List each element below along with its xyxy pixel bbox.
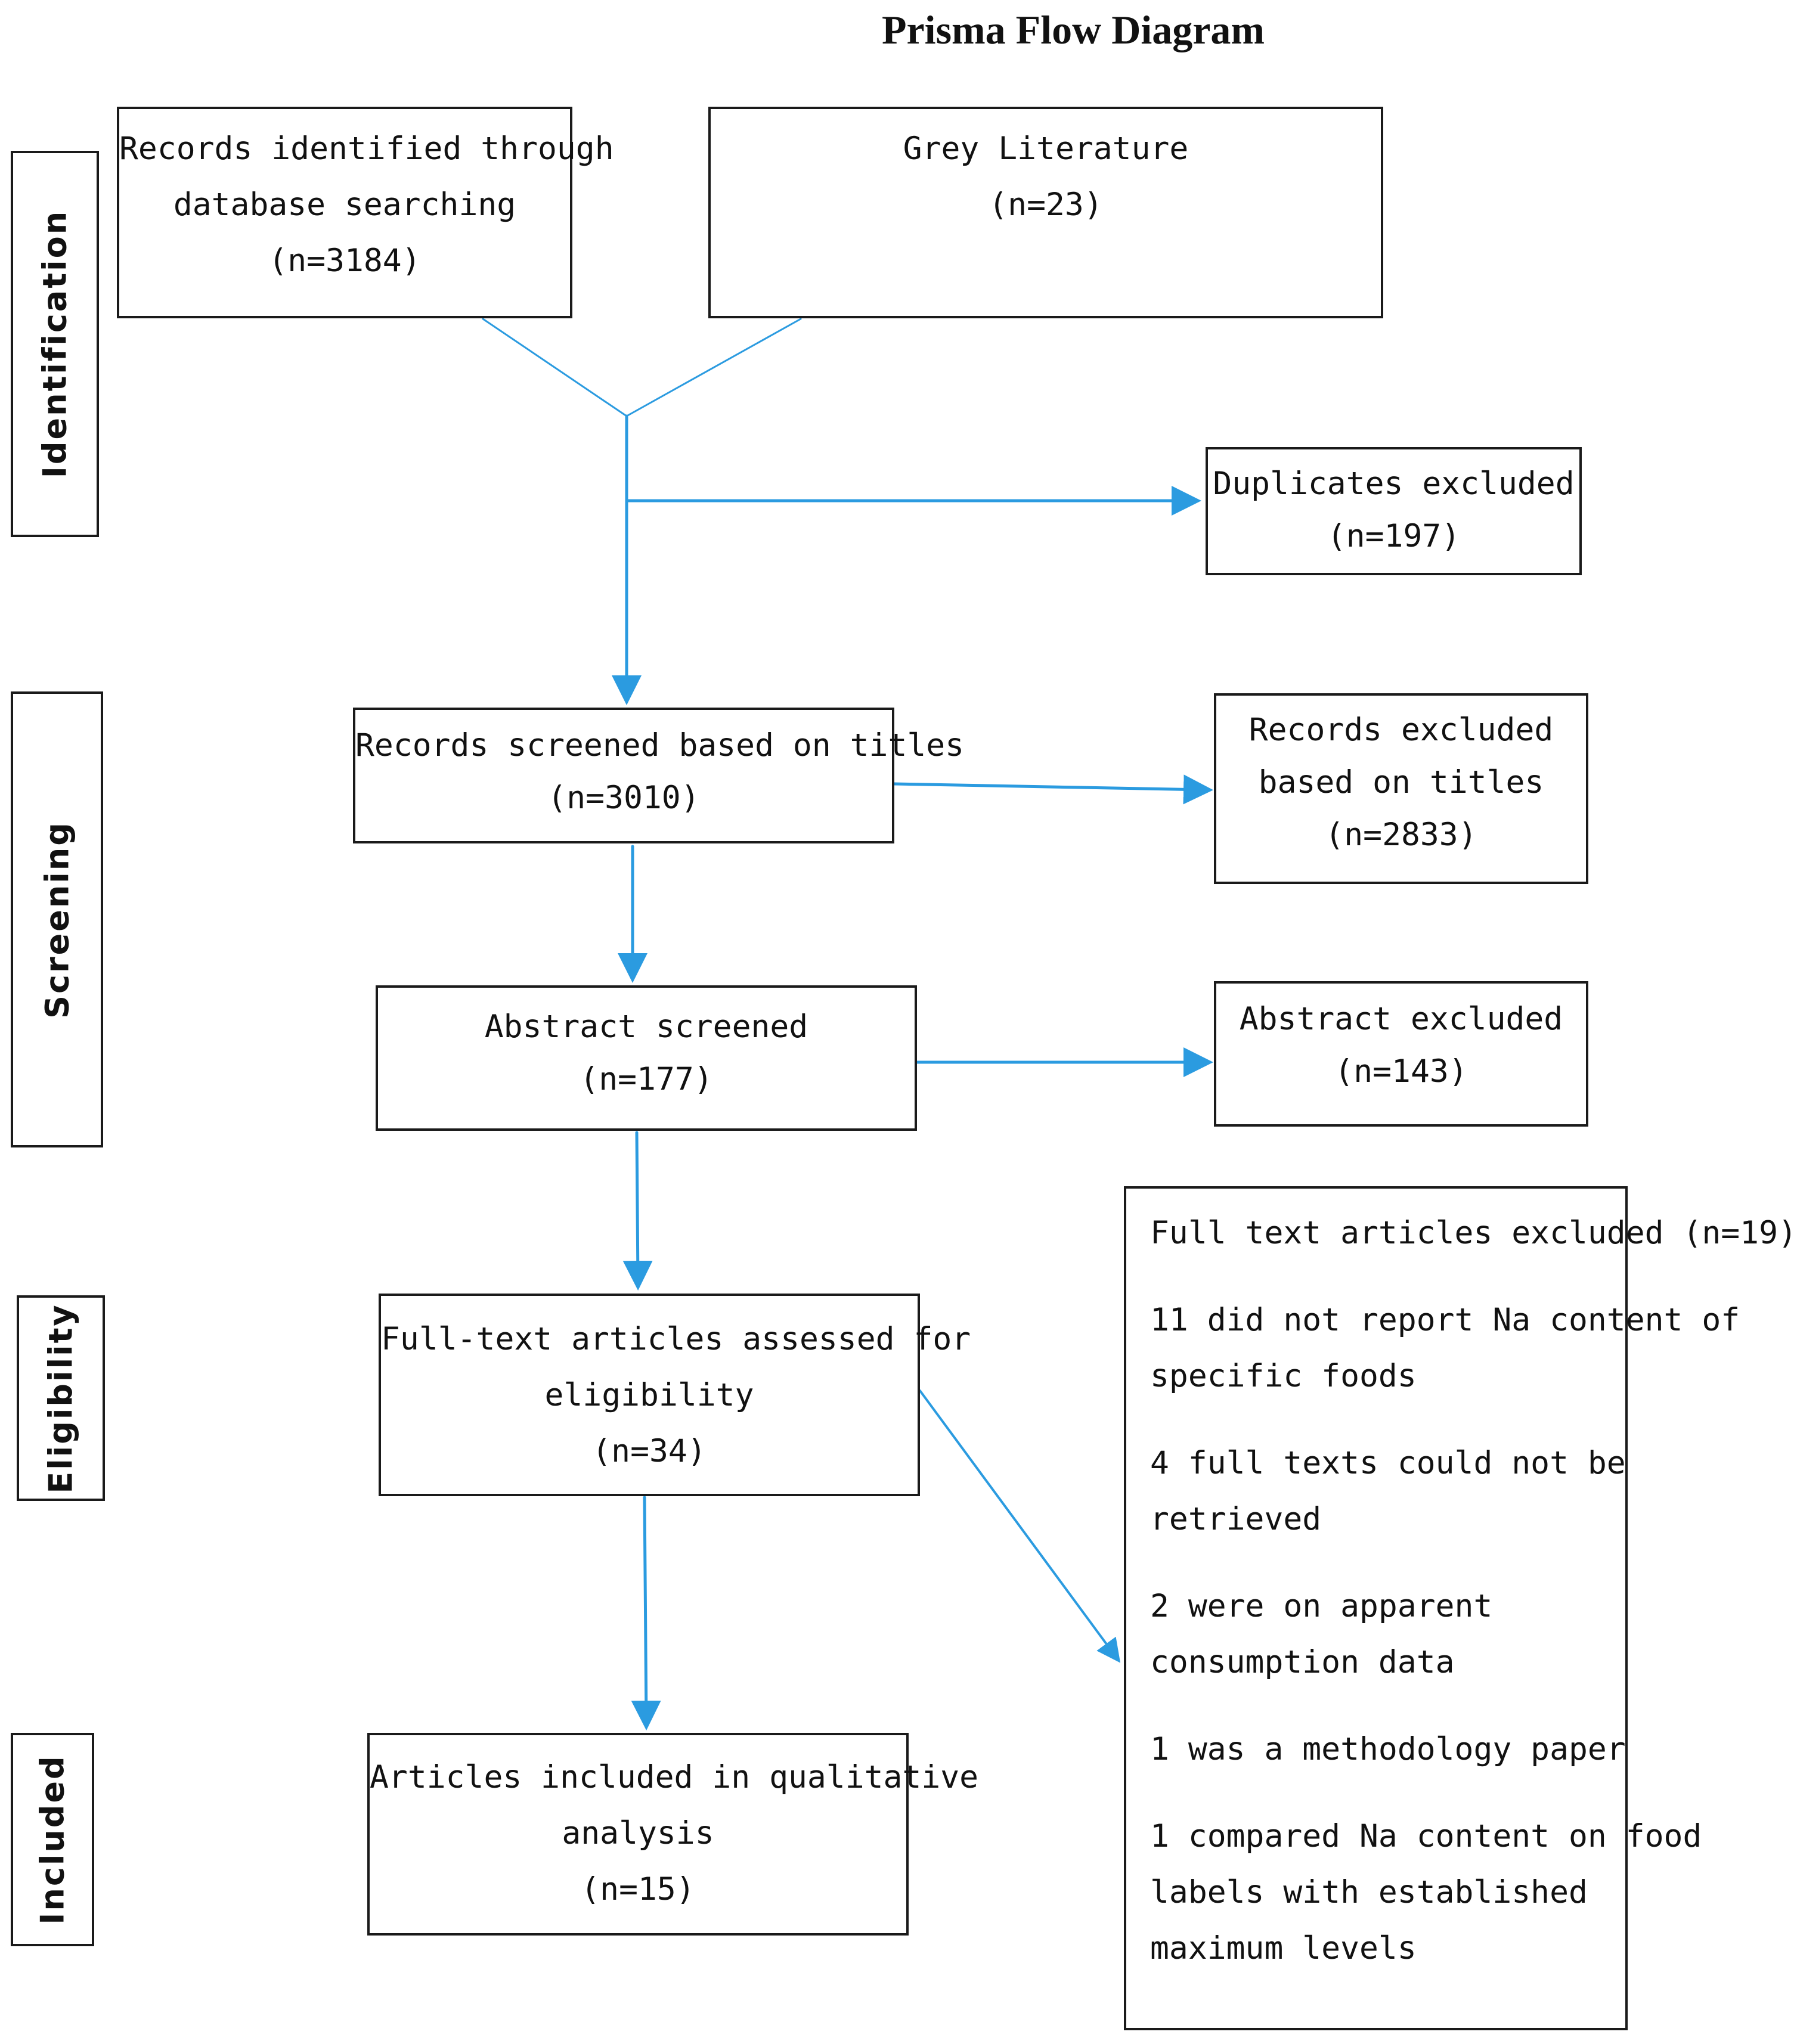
box-line: 1 was a methodology paper bbox=[1150, 1731, 1626, 1767]
arrow-to-fulltext-excluded bbox=[919, 1389, 1121, 1663]
box-line: database searching bbox=[173, 187, 516, 223]
box-line: (n=3184) bbox=[268, 243, 421, 279]
merge-line-right bbox=[625, 318, 802, 417]
box-line: 11 did not report Na content of bbox=[1150, 1302, 1740, 1338]
box-line: maximum levels bbox=[1150, 1930, 1417, 1967]
box-line: (n=177) bbox=[580, 1061, 713, 1097]
box-line: 2 were on apparent bbox=[1150, 1588, 1493, 1624]
box-line: retrieved bbox=[1150, 1501, 1322, 1537]
box-line: Full-text articles assessed for bbox=[381, 1321, 971, 1357]
box-line: specific foods bbox=[1150, 1358, 1417, 1394]
excluded-reason: 1 was a methodology paper bbox=[1150, 1722, 1626, 1778]
arrow-to-included bbox=[631, 1496, 661, 1730]
box-line: Records excluded bbox=[1248, 712, 1554, 748]
box-line: Full text articles excluded (n=19) bbox=[1150, 1215, 1797, 1251]
excluded-reason: 11 did not report Na content of specific… bbox=[1150, 1292, 1740, 1404]
box-line: (n=143) bbox=[1334, 1053, 1468, 1090]
box-line: analysis bbox=[562, 1815, 714, 1851]
excluded-heading: Full text articles excluded (n=19) bbox=[1150, 1205, 1797, 1261]
excluded-reason: 2 were on apparent consumption data bbox=[1150, 1578, 1625, 1691]
box-line: 1 compared Na content on food bbox=[1150, 1818, 1702, 1854]
diagram-title: Prisma Flow Diagram bbox=[881, 7, 1265, 52]
box-abstract-excluded: Abstract excluded (n=143) bbox=[1214, 981, 1588, 1127]
box-line: (n=2833) bbox=[1325, 817, 1477, 853]
box-line: Articles included in qualitative bbox=[370, 1759, 979, 1795]
excluded-reason: 1 compared Na content on food labels wit… bbox=[1150, 1809, 1702, 1977]
box-fulltext-excluded: Full text articles excluded (n=19) 11 di… bbox=[1124, 1186, 1797, 2030]
box-fulltext-assessed: Full-text articles assessed for eligibil… bbox=[379, 1294, 971, 1496]
stage-eligibility: Eligibility bbox=[17, 1295, 105, 1501]
stage-identification: Identification bbox=[11, 151, 99, 537]
box-titles-screened: Records screened based on titles (n=3010… bbox=[353, 708, 965, 843]
connector-lines bbox=[482, 318, 1213, 1730]
arrow-to-fulltext-assessed bbox=[622, 1131, 653, 1291]
box-line: (n=15) bbox=[581, 1871, 695, 1907]
box-line: Records identified through bbox=[119, 131, 614, 167]
box-grey-literature: Grey Literature (n=23) bbox=[708, 107, 1383, 318]
stage-screening: Screening bbox=[11, 691, 103, 1147]
box-line: 4 full texts could not be bbox=[1150, 1445, 1626, 1481]
box-line: Records screened based on titles bbox=[355, 727, 965, 764]
box-included-qualitative: Articles included in qualitative analysi… bbox=[367, 1733, 979, 1936]
box-line: (n=197) bbox=[1327, 518, 1461, 554]
box-line: (n=34) bbox=[592, 1433, 707, 1469]
box-titles-excluded: Records excluded based on titles (n=2833… bbox=[1214, 693, 1588, 884]
prisma-flow-diagram: Prisma Flow Diagram Identification Scree… bbox=[11, 7, 1797, 2030]
excluded-reason: 4 full texts could not be retrieved bbox=[1150, 1435, 1626, 1547]
box-line: Abstract screened bbox=[484, 1009, 808, 1045]
box-line: (n=23) bbox=[989, 187, 1103, 223]
box-line: Grey Literature bbox=[903, 131, 1189, 167]
box-line: eligibility bbox=[544, 1377, 754, 1413]
box-line: Abstract excluded bbox=[1239, 1001, 1563, 1037]
stage-included: Included bbox=[11, 1733, 94, 1946]
box-line: consumption data bbox=[1150, 1644, 1455, 1680]
box-database-records: Records identified through database sear… bbox=[117, 107, 614, 318]
merge-line-left bbox=[482, 318, 628, 417]
box-abstract-screened: Abstract screened (n=177) bbox=[376, 985, 917, 1131]
box-duplicates-excluded: Duplicates excluded (n=197) bbox=[1206, 447, 1582, 575]
box-line: based on titles bbox=[1258, 764, 1544, 801]
box-line: Duplicates excluded bbox=[1213, 466, 1575, 502]
arrow-to-titles-excluded bbox=[893, 774, 1213, 805]
box-line: (n=3010) bbox=[547, 780, 700, 816]
box-line: labels with established bbox=[1150, 1874, 1588, 1910]
